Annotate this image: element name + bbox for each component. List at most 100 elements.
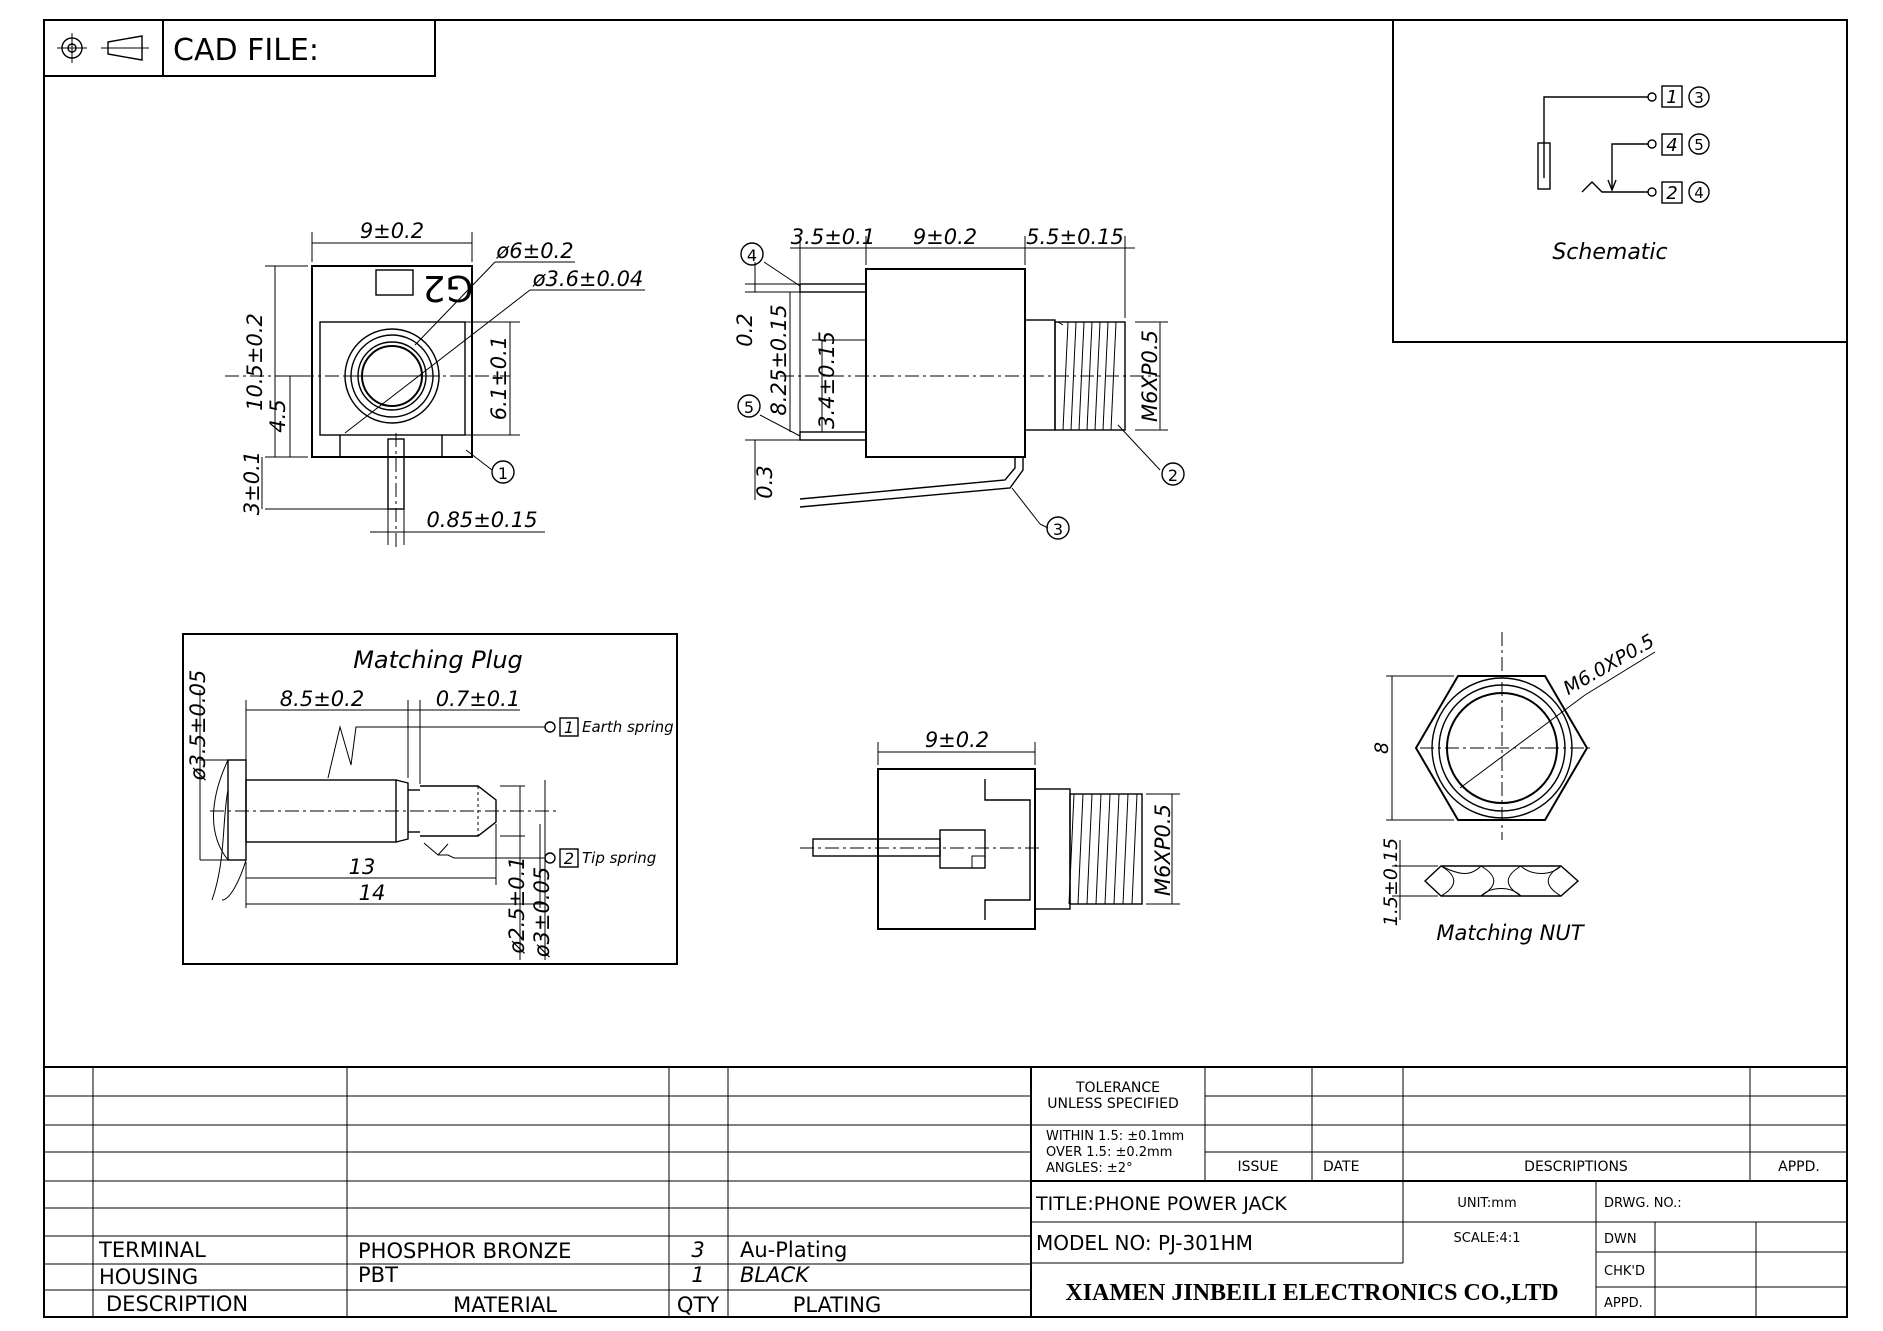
callout-4 (740, 242, 764, 266)
drawing-stroke (1647, 92, 1657, 102)
dimension-label: DATE (1323, 1159, 1359, 1175)
drawing-stroke (1688, 86, 1710, 108)
dimension-label: 2 (1168, 466, 1178, 485)
drawing-stroke (763, 261, 801, 287)
drawing-stroke (1607, 179, 1617, 192)
drawing-stroke (939, 829, 986, 869)
bom-header-description: DESCRIPTION (106, 1292, 248, 1316)
drawing-stroke (1414, 675, 1589, 821)
bom-header-plating: PLATING (793, 1293, 882, 1317)
drawing-stroke (544, 852, 556, 864)
dimension-label: 0.7±0.1 (436, 687, 520, 711)
callout-5 (737, 394, 761, 418)
projection-cone-icon (101, 35, 149, 61)
bom-table: TERMINAL PHOSPHOR BRONZE 3 Au-Plating HO… (44, 1067, 1032, 1317)
drawing-stroke (1440, 865, 1562, 897)
drawing-title: TITLE:PHONE POWER JACK (1035, 1193, 1287, 1215)
dimension-label: 1.5±0.15 (1380, 838, 1402, 926)
dimension-label: 3.4±0.15 (815, 331, 839, 429)
housing-marking: G2 (423, 267, 474, 308)
dimension-label: 8.5±0.2 (280, 687, 364, 711)
dimension-label: 2 (1666, 183, 1677, 204)
drawing-stroke (1584, 651, 1656, 696)
drawing-stroke (865, 268, 1026, 458)
drawing-stroke (759, 414, 801, 437)
matching-nut: M6.0XP0.5 8 1.5±0.15 Matching NUT (1371, 630, 1658, 945)
projection-circle-icon (57, 33, 87, 63)
dimension-label: 1 (564, 718, 574, 737)
dimension-label: 9±0.2 (913, 225, 977, 249)
drawing-stroke (877, 768, 1036, 930)
sheet-border (43, 19, 1848, 1318)
checked-label: CHK'D (1604, 1264, 1645, 1279)
callout-2 (1161, 462, 1185, 486)
dimension-label: M6.0XP0.5 (1560, 630, 1659, 700)
plug-title: Matching Plug (353, 646, 523, 674)
drawing-stroke (465, 449, 493, 471)
drawing-stroke (182, 633, 678, 965)
dimension-label: ø3.5±0.05 (186, 670, 210, 782)
drawing-stroke (43, 19, 436, 77)
drawing-stroke (1069, 793, 1143, 905)
dimension-label: 4 (1666, 135, 1677, 156)
bom-row-1-material: PHOSPHOR BRONZE (358, 1239, 571, 1263)
front-view: G2 9±0.2 ø6±0.2 ø3.6±0.04 10.5±0.2 4.5 6… (225, 219, 645, 548)
bom-header-qty: QTY (677, 1293, 719, 1317)
drawing-stroke (1034, 788, 1071, 910)
dimension-label: 0.85±0.15 (426, 508, 537, 532)
drawing-stroke (437, 843, 449, 856)
drawing-stroke (227, 759, 247, 861)
bom-header-material: MATERIAL (453, 1293, 557, 1317)
drawn-label: DWN (1604, 1232, 1637, 1247)
dimension-label: 3 (1053, 520, 1063, 539)
dimension-label: 9±0.2 (925, 728, 989, 752)
dimension-label: 1 (1666, 87, 1677, 108)
approved-label: APPD. (1604, 1296, 1643, 1311)
drawing-stroke (1117, 424, 1161, 471)
cad-file-label: CAD FILE: (173, 33, 319, 68)
drawing-stroke (1688, 181, 1710, 203)
bom-row-1-qty: 3 (691, 1238, 704, 1262)
dimension-label: ø3±0.05 (530, 867, 554, 959)
drawing-stroke (799, 283, 867, 293)
nut-label: Matching NUT (1436, 921, 1585, 945)
bom-and-title-block: TERMINAL PHOSPHOR BRONZE 3 Au-Plating HO… (44, 1066, 1847, 1317)
dimension-label: ANGLES: ±2° (1046, 1161, 1133, 1176)
dimension-label: 8.25±0.15 (767, 304, 791, 415)
drawing-stroke (1392, 19, 1848, 343)
drawing-stroke (1611, 143, 1648, 190)
drawing-stroke (414, 261, 496, 346)
revision-block: TOLERANCE UNLESS SPECIFIED WITHIN 1.5: ±… (1031, 1067, 1847, 1182)
drawing-stroke (1068, 793, 1138, 905)
drawing-stroke (213, 759, 229, 861)
dimension-label: 5.5±0.15 (1026, 225, 1124, 249)
drawing-stroke (1543, 96, 1648, 178)
dimension-label: 3.5±0.1 (791, 225, 875, 249)
drawing-stroke (559, 717, 579, 737)
drawing-stroke (1661, 133, 1683, 156)
dimension-label: ø2.5±0.1 (505, 856, 529, 954)
dimension-label: 14 (359, 881, 386, 905)
drawing-stroke (799, 431, 867, 441)
dimension-label: 5 (1694, 136, 1704, 154)
dimension-label: WITHIN 1.5: ±0.1mm (1046, 1129, 1184, 1144)
cad-file-header: CAD FILE: (43, 19, 436, 77)
dimension-label: OVER 1.5: ±0.2mm (1046, 1145, 1172, 1160)
dimension-label: 1 (498, 464, 508, 483)
dimension-label: 13 (349, 855, 376, 879)
drawing-stroke (1647, 139, 1657, 149)
dimension-label: 3 (1694, 89, 1704, 107)
matching-plug-panel: Matching Plug 8.5±0.2 0.7±0.1 ø3.5±0.05 … (182, 633, 678, 965)
dimension-label: ø3.6±0.04 (532, 267, 644, 291)
bom-row-2-plating: BLACK (740, 1263, 811, 1287)
schematic-pin-row-1: 1 3 (1661, 85, 1710, 108)
drawing-stroke (799, 457, 1024, 508)
drawing-stroke (799, 457, 1016, 500)
title-block: TITLE:PHONE POWER JACK MODEL NO: PJ-301H… (1031, 1181, 1847, 1317)
dimension-label: 5 (744, 398, 754, 417)
drawing-stroke (1661, 85, 1683, 108)
drawing-stroke (375, 269, 414, 296)
dimension-label: 9±0.2 (360, 219, 424, 243)
dimension-label: 10.5±0.2 (243, 313, 267, 411)
bom-row-2-material: PBT (358, 1263, 398, 1287)
